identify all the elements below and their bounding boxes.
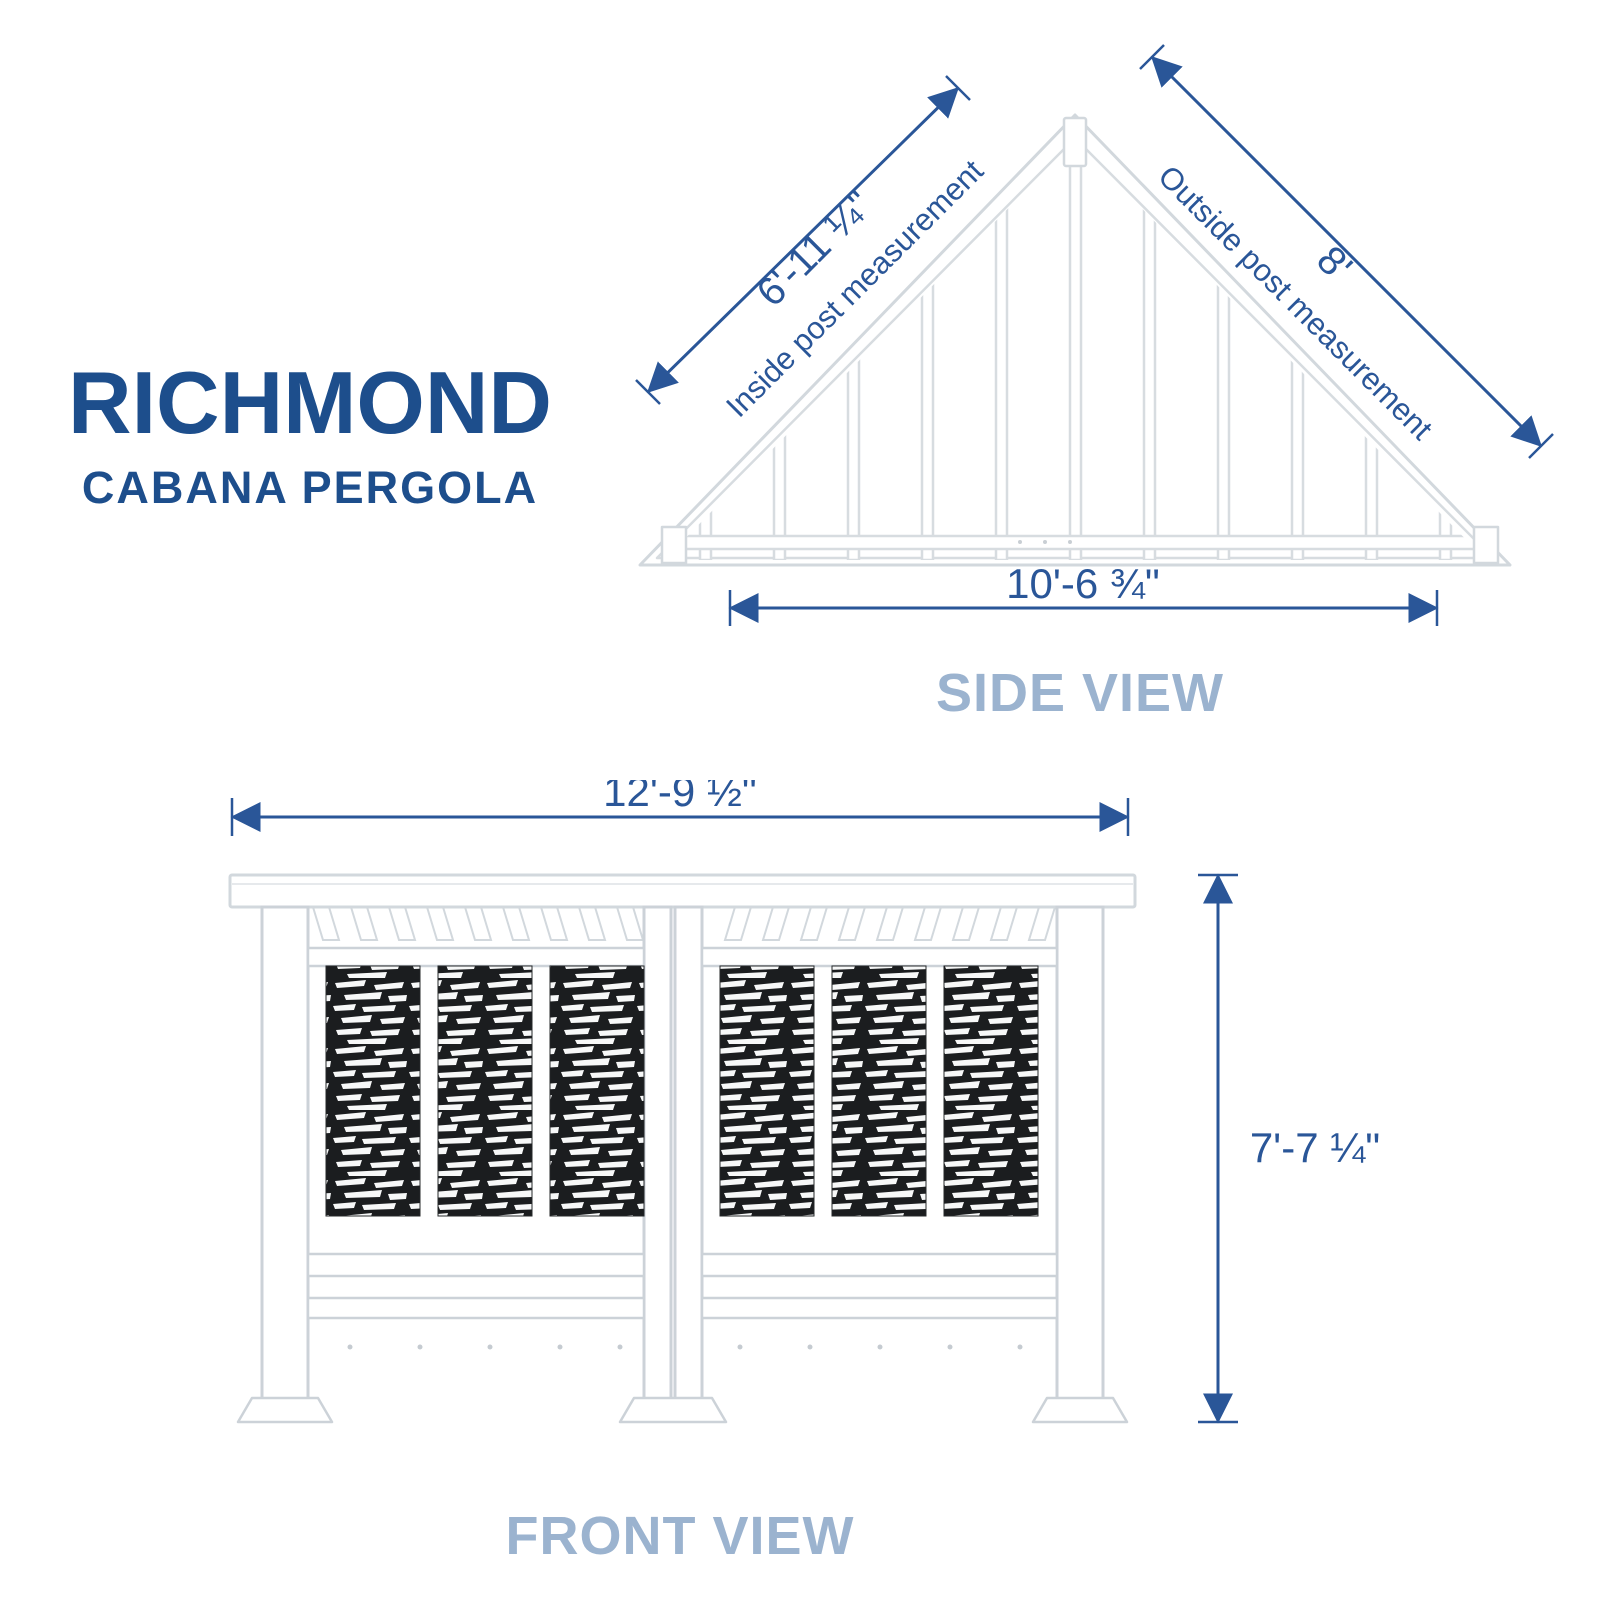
side-view-diagram: 6'-11 ¼" Inside post measurement 8' Outs… [635, 44, 1554, 626]
corner-post-stub-right [1472, 525, 1500, 565]
pergola-roof [228, 873, 1137, 909]
apex-cap [1062, 116, 1088, 168]
product-name: RICHMOND [68, 353, 552, 452]
dimension-base-width: 10'-6 ¾" [728, 560, 1439, 626]
post-feet [236, 1396, 1129, 1424]
roof-cross-section [638, 113, 1512, 567]
dimension-base-width-value: 10'-6 ¾" [1006, 560, 1160, 607]
dimension-front-width: 12'-9 ½" [230, 780, 1130, 836]
side-view-label: SIDE VIEW [935, 663, 1225, 723]
bottom-rails [306, 1252, 1059, 1320]
hardware-dots [347, 1344, 1023, 1350]
rafter-tails [273, 906, 1095, 941]
dimension-front-height-value: 7'-7 ¼" [1250, 1124, 1380, 1171]
privacy-panels [325, 965, 1039, 1217]
product-type: CABANA PERGOLA [81, 461, 539, 513]
corner-post-stub-left [660, 525, 688, 565]
dimension-right-slope-value: 8' [1308, 238, 1360, 290]
hardware-dots [1018, 540, 1072, 544]
dimension-front-width-value: 12'-9 ½" [603, 780, 757, 815]
title-block: RICHMOND CABANA PERGOLA [50, 358, 570, 514]
front-view-label: FRONT VIEW [505, 1506, 855, 1566]
dimension-front-height: 7'-7 ¼" [1198, 873, 1380, 1424]
front-view-diagram: 12'-9 ½" 7'-7 ¼" [228, 780, 1380, 1424]
